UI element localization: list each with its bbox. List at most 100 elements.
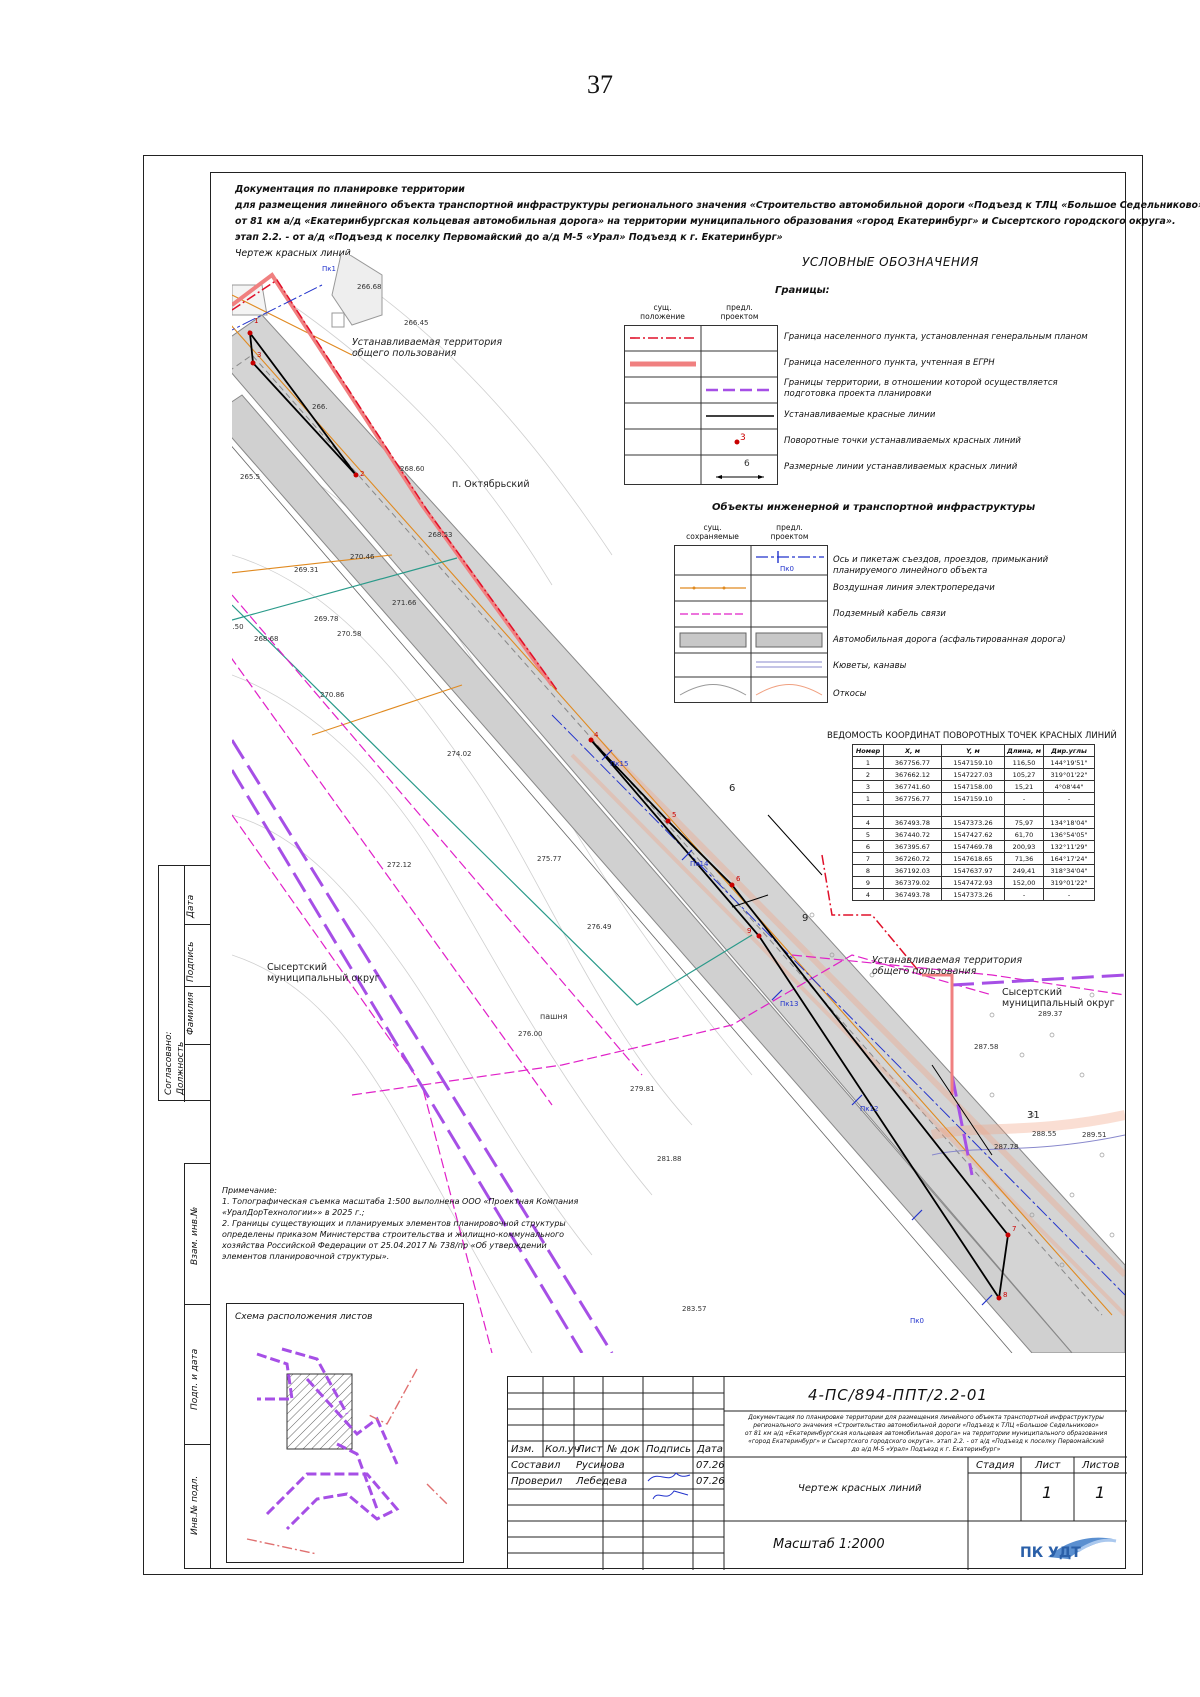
coord-cell: 5 (852, 828, 884, 841)
side-inv-podl-label: Инв.№ подл. (190, 1475, 200, 1535)
note-line: 1. Топографическая съемка масштаба 1:500… (222, 1197, 579, 1206)
coord-cell: - (1043, 888, 1096, 901)
stamp-person: Русинова (576, 1460, 625, 1471)
coord-cell (941, 804, 1005, 817)
turning-points (247, 330, 1011, 1301)
coord-cell: 105,27 (1003, 768, 1045, 781)
legend-item: Границы территории, в отношении которой … (784, 378, 1058, 388)
drawing-header: Документация по планировке территории дл… (235, 182, 1200, 262)
elevation-label: 265.5 (240, 473, 261, 481)
coord-cell: 367493.78 (883, 816, 942, 829)
coord-cell: 116,50 (1003, 756, 1045, 769)
legend-pk-sample: Пк0 (780, 565, 794, 573)
side-date-label: Дата (186, 894, 196, 918)
side-inv-vzam-label: Взам. инв.№ (190, 1206, 200, 1265)
coord-cell: 1 (852, 756, 884, 769)
elevation-label: 287.58 (974, 1043, 999, 1051)
header-line-4: этап 2.2. - от а/д «Подъезд к поселку Пе… (235, 232, 783, 243)
header-line-1: Документация по планировке территории (235, 184, 465, 195)
elevation-label: 266.45 (404, 319, 429, 327)
legend-borders-samples (624, 325, 778, 485)
elevation-label: 276.49 (587, 923, 612, 931)
coord-cell: 367741.60 (883, 780, 942, 793)
agreement-block (158, 865, 211, 1102)
coord-cell: 4 (852, 816, 884, 829)
slope-hatching (570, 732, 1125, 1317)
label-territory-mid: Устанавливаемая территория общего пользо… (872, 955, 1023, 977)
stamp-col-sheets: Листов (1082, 1460, 1120, 1471)
coord-cell: 367493.78 (883, 888, 942, 901)
power-lines (232, 294, 1113, 1316)
coord-cell: 367260.72 (883, 852, 942, 865)
legend-borders-title: Границы: (775, 285, 830, 296)
header-line-3: от 81 км а/д «Екатеринбургская кольцевая… (235, 216, 1176, 227)
elevation-label: 276.00 (518, 1030, 543, 1038)
point-label: 6 (736, 875, 741, 883)
coord-cell: 367440.72 (883, 828, 942, 841)
coord-cell: 9 (852, 876, 884, 889)
point-label: 3 (257, 351, 262, 359)
label-sysert-left: Сысертский муниципальный округ (267, 962, 380, 984)
coord-cell: 61,70 (1003, 828, 1045, 841)
drawing-sheet-outer-frame (143, 155, 1143, 1575)
elevation-label: 272.12 (387, 861, 412, 869)
title-block: 4-ПС/894-ППТ/2.2-01 Документация по план… (507, 1376, 1127, 1570)
coord-cell: 367379.02 (883, 876, 942, 889)
elevation-label: 268.68 (254, 635, 279, 643)
legend-sample-point: 3 (740, 433, 746, 443)
coord-cell: 1547637.97 (941, 864, 1005, 877)
picket-label: Пк14 (690, 860, 709, 868)
coord-cell: 1547469.78 (941, 840, 1005, 853)
coord-cell: 132°11'29" (1043, 840, 1096, 853)
picket-label: Пк13 (780, 1000, 799, 1008)
coord-cell: 319°01'22" (1043, 768, 1096, 781)
map-area[interactable]: N Устанавливаемая территория общего поль… (232, 255, 1125, 1353)
coord-cell: 1547373.26 (941, 816, 1005, 829)
page-number: 37 (587, 70, 613, 99)
elevation-label: 274.02 (447, 750, 472, 758)
coord-cell: 8 (852, 864, 884, 877)
legend-infra-item: Ось и пикетаж съездов, проездов, примыка… (833, 555, 1049, 565)
header-line-2: для размещения линейного объекта транспо… (235, 200, 1200, 211)
side-stamp-strip (184, 1163, 211, 1569)
label-pashnya: пашня (540, 1012, 568, 1021)
stamp-col-sheet: Лист (1035, 1460, 1061, 1471)
dimension-label: 31 (1027, 1110, 1040, 1121)
legend-item: Устанавливаемые красные линии (784, 410, 936, 420)
point-label: 8 (1003, 1291, 1008, 1299)
elevation-label: 287.78 (994, 1143, 1019, 1151)
legend-infra-item: Откосы (833, 689, 867, 699)
picket-label: Пк12 (860, 1105, 879, 1113)
signatures (647, 1472, 691, 1500)
stamp-header: Дата (697, 1444, 723, 1455)
stamp-header: Изм. (511, 1444, 535, 1455)
coord-cell: - (1043, 792, 1096, 805)
vegetation-dots (809, 912, 1115, 1268)
title-block-grid (508, 1377, 1127, 1570)
legend-item: Поворотные точки устанавливаемых красных… (784, 436, 1021, 446)
note-line: элементов планировочной структуры». (222, 1252, 390, 1261)
coord-cell: 319°01'22" (1043, 876, 1096, 889)
coord-cell: 1547618.65 (941, 852, 1005, 865)
notes-title: Примечание: (222, 1186, 277, 1195)
legend-infra-title: Объекты инженерной и транспортной инфрас… (712, 502, 1036, 513)
coord-cell: 1 (852, 792, 884, 805)
coord-cell: 1547158.00 (941, 780, 1005, 793)
note-line: 2. Границы существующих и планируемых эл… (222, 1219, 566, 1228)
legend-infra-item: планируемого линейного объекта (833, 566, 988, 576)
note-line: «УралДорТехнологии»» в 2025 г.; (222, 1208, 365, 1217)
coord-cell: 136°54'05" (1043, 828, 1096, 841)
stamp-date: 07.26 (696, 1476, 725, 1487)
drawing-scale: Масштаб 1:2000 (773, 1537, 885, 1552)
elevation-label: 270.58 (337, 630, 362, 638)
coord-cell: 164°17'24" (1043, 852, 1096, 865)
coord-cell: 75,97 (1003, 816, 1045, 829)
elevation-label: 270.86 (320, 691, 345, 699)
coord-cell: 134°18'04" (1043, 816, 1096, 829)
